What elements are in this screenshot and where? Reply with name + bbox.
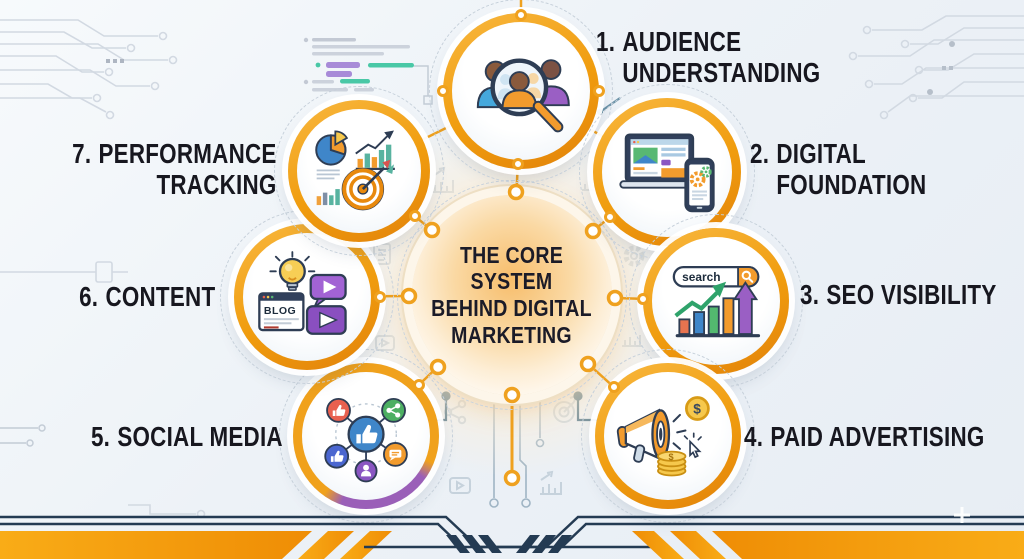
label-performance-tracking: 7. PERFORMANCE TRACKING bbox=[73, 138, 277, 201]
share-glyph bbox=[386, 403, 401, 418]
node-performance-tracking bbox=[274, 86, 444, 256]
core-title: THE CORE SYSTEM BEHIND DIGITAL MARKETING bbox=[432, 242, 593, 349]
click-cursor bbox=[683, 432, 702, 459]
core-title-line: MARKETING bbox=[451, 321, 573, 348]
circuit-traces-top-right bbox=[848, 15, 1024, 120]
item-7-number: 7. bbox=[72, 138, 92, 169]
core-circle: THE CORE SYSTEM BEHIND DIGITAL MARKETING bbox=[397, 180, 627, 410]
charts-target-icon bbox=[297, 109, 421, 233]
node-paid-advertising: $ $ bbox=[581, 349, 755, 523]
label-seo-visibility: 3. SEO VISIBILITY bbox=[800, 279, 997, 310]
core-title-line: THE CORE bbox=[460, 241, 564, 268]
item-1-line1: AUDIENCE bbox=[622, 26, 742, 57]
chat-glyph bbox=[389, 449, 402, 461]
sparkle-icon bbox=[954, 507, 970, 523]
audience-search-icon bbox=[452, 22, 590, 160]
item-5-number: 5. bbox=[91, 421, 111, 452]
item-3-number: 3. bbox=[800, 279, 820, 310]
item-3-line1: SEO VISIBILITY bbox=[826, 279, 997, 310]
item-1-number: 1. bbox=[596, 26, 616, 57]
circuit-dots-top-right bbox=[927, 41, 955, 95]
item-7-line1: PERFORMANCE bbox=[98, 138, 277, 169]
coin-stack-dollar-text: $ bbox=[668, 452, 673, 462]
person-glyph bbox=[360, 464, 372, 477]
camera-doodle-icon bbox=[449, 477, 471, 494]
label-social-media: 5. SOCIAL MEDIA bbox=[91, 421, 283, 452]
core-title-line: BEHIND DIGITAL bbox=[431, 295, 593, 321]
social-network-icon bbox=[302, 372, 430, 500]
core-title-line: SYSTEM bbox=[471, 268, 553, 295]
label-digital-foundation: 2. DIGITAL FOUNDATION bbox=[750, 138, 926, 201]
item-2-line1: DIGITAL bbox=[776, 138, 866, 169]
blog-window-text: BLOG bbox=[264, 305, 296, 317]
label-content: 6. CONTENT bbox=[79, 281, 215, 312]
chart-doodle-icon-bottom bbox=[540, 470, 562, 495]
coin-dollar-text: $ bbox=[693, 402, 701, 417]
node-audience-understanding bbox=[429, 0, 613, 183]
item-2-number: 2. bbox=[750, 138, 770, 169]
node-social-media bbox=[279, 349, 453, 523]
item-4-number: 4. bbox=[744, 421, 764, 452]
item-5-line1: SOCIAL MEDIA bbox=[117, 421, 283, 452]
search-growth-icon: search bbox=[652, 237, 780, 365]
item-4-line1: PAID ADVERTISING bbox=[770, 421, 985, 452]
label-paid-advertising: 4. PAID ADVERTISING bbox=[744, 421, 985, 452]
item-6-line1: CONTENT bbox=[105, 281, 215, 312]
search-bar-text: search bbox=[682, 270, 720, 284]
megaphone-coins-icon: $ $ bbox=[604, 372, 732, 500]
item-6-number: 6. bbox=[78, 281, 98, 312]
circuit-dots-top-left bbox=[106, 59, 124, 63]
item-7-line2: TRACKING bbox=[156, 169, 277, 201]
left-edge-ticks bbox=[0, 424, 46, 447]
label-audience-understanding: 1. AUDIENCE UNDERSTANDING bbox=[596, 26, 820, 89]
item-2-line2: FOUNDATION bbox=[776, 169, 927, 201]
item-1-line2: UNDERSTANDING bbox=[622, 57, 821, 89]
